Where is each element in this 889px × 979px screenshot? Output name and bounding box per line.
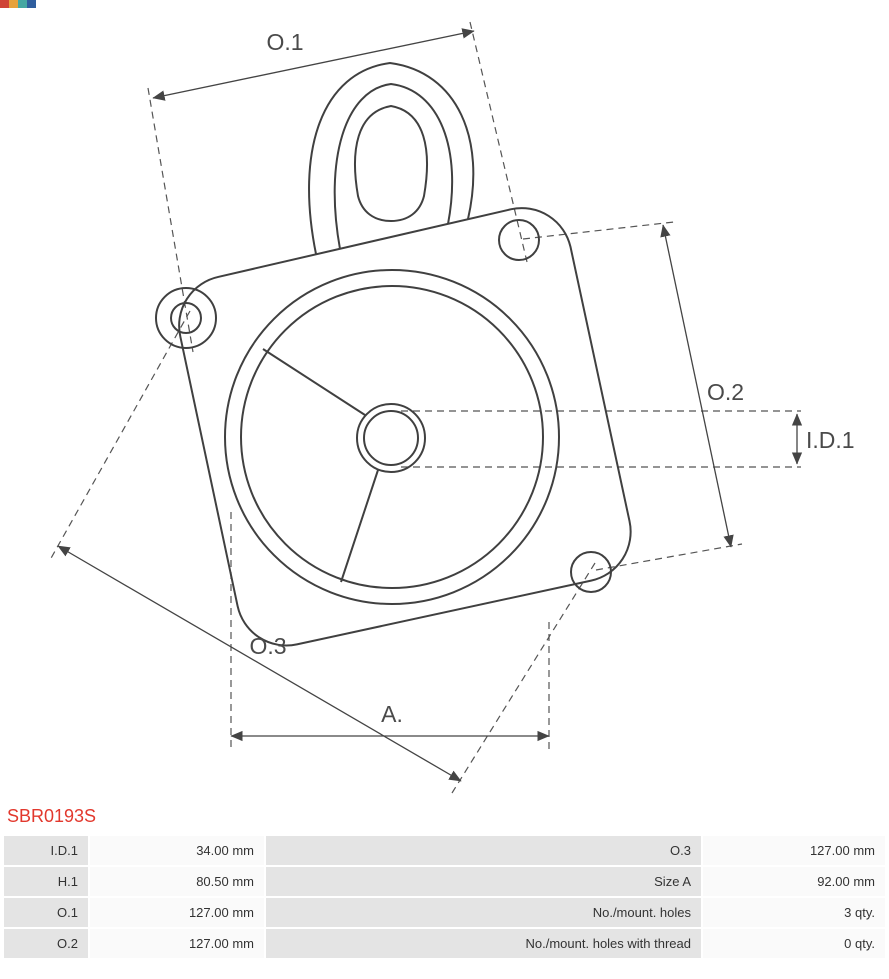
extension-line-o3-bottom [451, 562, 596, 794]
mount-hole-top-left-lobe [155, 287, 217, 349]
spec-label-cell: I.D.1 [4, 836, 88, 865]
logo-fragment-block [27, 0, 36, 8]
sector-line-upper [262, 348, 366, 416]
extension-line-o1-right [469, 21, 528, 263]
part-outline [155, 62, 632, 647]
dim-label-o3: O.3 [249, 633, 286, 659]
spec-label-cell: O.3 [266, 836, 701, 865]
mount-hole-top-right [498, 219, 540, 261]
spec-value-cell: 3 qty. [703, 898, 885, 927]
spec-label-cell: O.1 [4, 898, 88, 927]
spec-row: H.1 80.50 mm Size A 92.00 mm [4, 867, 885, 896]
logo-fragment-block [0, 0, 9, 8]
spec-label-cell: Size A [266, 867, 701, 896]
extension-line-o2-top [522, 221, 675, 240]
extension-line-o3-top [49, 310, 191, 561]
dimension-line-o2 [660, 224, 734, 548]
technical-drawing: O.1 O.2 I.D.1 O.3 A. [49, 21, 855, 794]
dimension-line-o3 [57, 545, 462, 782]
handle-loop-inner [333, 83, 454, 250]
dimension-lines [57, 28, 803, 782]
dim-label-o2: O.2 [707, 379, 744, 405]
construction-lines [49, 21, 801, 794]
mount-hole-bottom-right [570, 551, 612, 593]
spec-row: O.2 127.00 mm No./mount. holes with thre… [4, 929, 885, 958]
center-hub-outer [356, 403, 426, 473]
handle-cutout [354, 105, 428, 222]
cover-plate-outline [178, 207, 632, 647]
spec-label-cell: H.1 [4, 867, 88, 896]
spec-value-cell: 34.00 mm [90, 836, 264, 865]
spec-label-cell: No./mount. holes with thread [266, 929, 701, 958]
spec-value-cell: 127.00 mm [90, 929, 264, 958]
bore-circle-inner [240, 285, 544, 589]
spec-row: O.1 127.00 mm No./mount. holes 3 qty. [4, 898, 885, 927]
extension-line-o2-bottom [595, 543, 743, 571]
logo-fragment-block [9, 0, 18, 8]
spec-table: I.D.1 34.00 mm O.3 127.00 mm H.1 80.50 m… [2, 834, 887, 960]
spec-label-cell: No./mount. holes [266, 898, 701, 927]
spec-label-cell: O.2 [4, 929, 88, 958]
spec-value-cell: 80.50 mm [90, 867, 264, 896]
spec-row: I.D.1 34.00 mm O.3 127.00 mm [4, 836, 885, 865]
dimension-line-o1 [152, 28, 475, 101]
extension-line-o1-left [147, 87, 194, 353]
mount-hole-top-left [170, 302, 202, 334]
dim-label-o1: O.1 [266, 29, 303, 55]
logo-fragment [0, 0, 36, 8]
dim-label-id1: I.D.1 [806, 427, 855, 453]
handle-loop-outer [308, 62, 475, 255]
center-hub-inner [363, 410, 419, 466]
dim-label-a: A. [381, 701, 403, 727]
sector-line-lower [340, 469, 379, 583]
spec-value-cell: 127.00 mm [90, 898, 264, 927]
logo-fragment-block [18, 0, 27, 8]
spec-value-cell: 0 qty. [703, 929, 885, 958]
bore-circle-outer [224, 269, 560, 605]
spec-value-cell: 92.00 mm [703, 867, 885, 896]
technical-drawing-area: O.1 O.2 I.D.1 O.3 A. [49, 21, 855, 794]
product-code-link[interactable]: SBR0193S [7, 806, 97, 826]
spec-value-cell: 127.00 mm [703, 836, 885, 865]
